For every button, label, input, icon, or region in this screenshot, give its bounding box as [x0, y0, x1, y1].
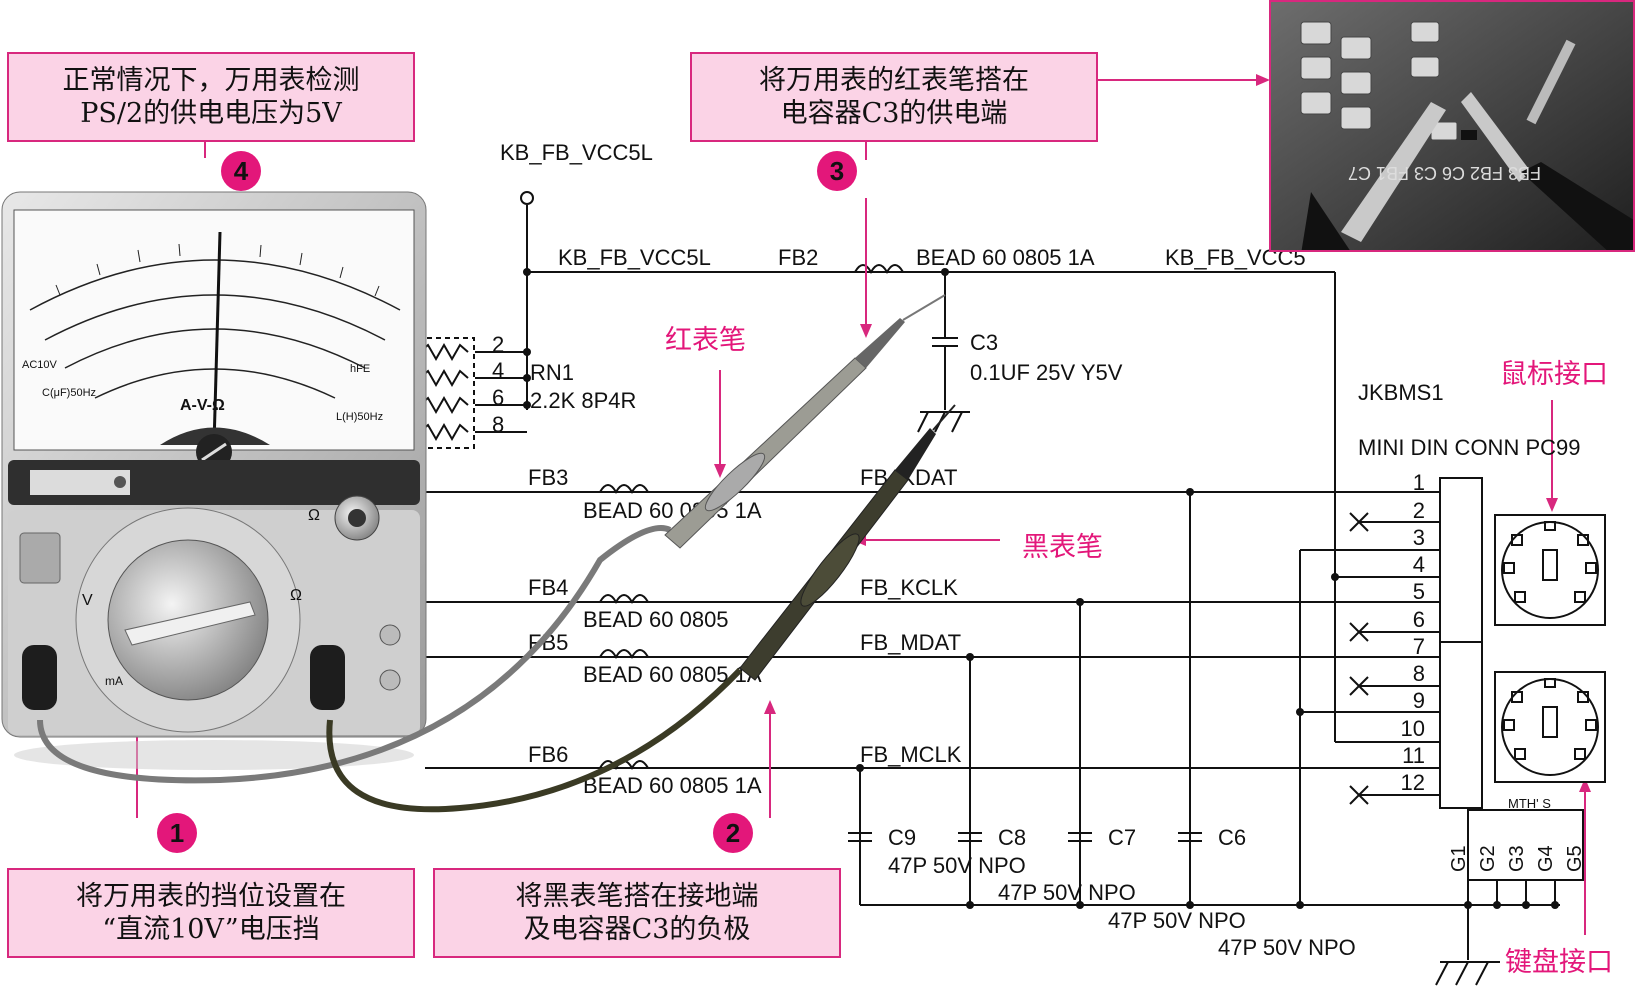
com-jack-plug[interactable] — [22, 645, 57, 710]
step-badge-2: 2 — [713, 813, 753, 853]
keyboard-port-label: 键盘接口 — [1505, 947, 1613, 978]
black-probe[interactable] — [739, 404, 956, 681]
gnd-pin: G1 — [1448, 845, 1470, 872]
hfe-scale-label: hFE — [350, 363, 370, 375]
rn1-pin: 2 — [492, 332, 504, 357]
mclk-label: FB_MCLK — [860, 742, 962, 767]
connector-value: MINI DIN CONN PC99 — [1358, 435, 1580, 460]
step-badge-4: 4 — [221, 151, 261, 191]
gnd-pin: G2 — [1477, 845, 1499, 872]
connector-ref: JKBMS1 — [1358, 380, 1444, 405]
callout-step3-line2: 电容器C3的供电端 — [780, 98, 1008, 129]
rn1-pin: 6 — [492, 385, 504, 410]
red-probe[interactable] — [664, 294, 946, 549]
black-probe-wire — [326, 667, 743, 813]
pcb-silkscreen: FB3 FB2 C6 C3 FB1 C7 — [1348, 163, 1541, 183]
gnd-pin: G4 — [1535, 845, 1557, 872]
fb3-label: FB3 — [528, 465, 568, 490]
callout-step1: 将万用表的挡位设置在 “直流10V”电压挡 — [7, 868, 415, 958]
dial-v-label: V — [82, 592, 93, 609]
ind-scale-label: L(H)50Hz — [336, 411, 383, 423]
callout-step1-line2: “直流10V”电压挡 — [102, 914, 320, 945]
kclk-label: FB_KCLK — [860, 575, 958, 600]
c6-ref: C6 — [1218, 825, 1246, 850]
fb4-bead-label: BEAD 60 0805 — [583, 607, 729, 632]
conn-pin: 2 — [1413, 498, 1425, 523]
gnd-pin: G5 — [1564, 845, 1586, 872]
conn-pin: 5 — [1413, 579, 1425, 604]
rn1-value: 2.2K 8P4R — [530, 388, 636, 413]
callout-step2: 将黑表笔搭在接地端 及电容器C3的负极 — [433, 868, 841, 958]
dial-ma-label: mA — [105, 674, 123, 688]
c7-ref: C7 — [1108, 825, 1136, 850]
fb4-bead — [599, 594, 649, 605]
red-probe-wire — [37, 525, 672, 784]
step-badge-1: 1 — [157, 813, 197, 853]
conn-pin: 7 — [1413, 634, 1425, 659]
mouse-port-label: 鼠标接口 — [1500, 359, 1608, 390]
callout-step4-line1: 正常情况下，万用表检测 — [62, 65, 360, 96]
callout-step4: 正常情况下，万用表检测 PS/2的供电电压为5V — [7, 52, 415, 142]
c7-value: 47P 50V NPO — [1108, 908, 1246, 933]
callout-step3: 将万用表的红表笔搭在 电容器C3的供电端 — [690, 52, 1098, 142]
black-probe-label: 黑表笔 — [1022, 532, 1103, 563]
dial-omega-label: Ω — [290, 587, 302, 604]
conn-pin: 4 — [1413, 552, 1425, 577]
conn-pin: 9 — [1413, 688, 1425, 713]
fb5-bead — [599, 649, 649, 660]
fb2-bead — [854, 264, 904, 275]
c3-value: 0.1UF 25V Y5V — [970, 360, 1123, 385]
conn-pin: 10 — [1401, 716, 1425, 741]
gnd-pin: G3 — [1506, 845, 1528, 872]
c8-ref: C8 — [998, 825, 1026, 850]
fb4-label: FB4 — [528, 575, 568, 600]
mdat-label: FB_MDAT — [860, 630, 961, 655]
c9-value: 47P 50V NPO — [888, 853, 1026, 878]
multimeter: AC10V C(μF)50Hz L(H)50Hz hFE A-V-Ω Ω V Ω… — [1, 191, 427, 770]
conn-pin: 8 — [1413, 661, 1425, 686]
rn1-pin: 8 — [492, 412, 504, 437]
avo-symbol: A-V-Ω — [180, 397, 225, 414]
meter-needle — [212, 231, 222, 446]
red-probe-label: 红表笔 — [665, 325, 746, 356]
rn1-ref: RN1 — [530, 360, 574, 385]
net-vcc5l-label: KB_FB_VCC5L — [558, 245, 711, 270]
fb6-bead-label: BEAD 60 0805 1A — [583, 773, 762, 798]
callout-step3-line1: 将万用表的红表笔搭在 — [759, 65, 1029, 96]
callout-step2-line1: 将黑表笔搭在接地端 — [515, 881, 759, 912]
keyboard-port-drawing — [1494, 671, 1606, 783]
mouse-port-drawing — [1494, 514, 1606, 626]
conn-pin: 1 — [1413, 470, 1425, 495]
conn-pin: 12 — [1401, 770, 1425, 795]
dial-pointer — [124, 601, 256, 646]
callout-step4-line2: PS/2的供电电压为5V — [80, 98, 342, 129]
c8-value: 47P 50V NPO — [998, 880, 1136, 905]
conn-pin: 11 — [1402, 743, 1425, 768]
c3-ref: C3 — [970, 330, 998, 355]
step-badge-3: 3 — [817, 151, 857, 191]
c6-value: 47P 50V NPO — [1218, 935, 1356, 960]
callout-step1-line1: 将万用表的挡位设置在 — [76, 881, 346, 912]
pcb-photo: FB3 FB2 C6 C3 FB1 C7 — [1269, 0, 1635, 252]
mth-label: MTH' S — [1508, 796, 1551, 811]
c9-ref: C9 — [888, 825, 916, 850]
rn1-pin: 4 — [492, 358, 504, 383]
fb3-bead — [599, 484, 649, 495]
volt-jack-plug[interactable] — [310, 645, 345, 710]
fb2-bead-label: BEAD 60 0805 1A — [916, 245, 1095, 270]
net-top-label: KB_FB_VCC5L — [500, 140, 653, 165]
fb2-label: FB2 — [778, 245, 818, 270]
conn-pin: 3 — [1413, 525, 1425, 550]
ohm-adjust-label: Ω — [308, 507, 320, 524]
conn-pin: 6 — [1413, 607, 1425, 632]
fb3-bead-label: BEAD 60 0805 1A — [583, 498, 762, 523]
fb6-label: FB6 — [528, 742, 568, 767]
vcc-terminal — [520, 191, 534, 205]
callout-step2-line2: 及电容器C3的负极 — [523, 914, 751, 945]
cap-scale-label: C(μF)50Hz — [42, 387, 96, 399]
acv-range-label: AC10V — [22, 359, 58, 371]
